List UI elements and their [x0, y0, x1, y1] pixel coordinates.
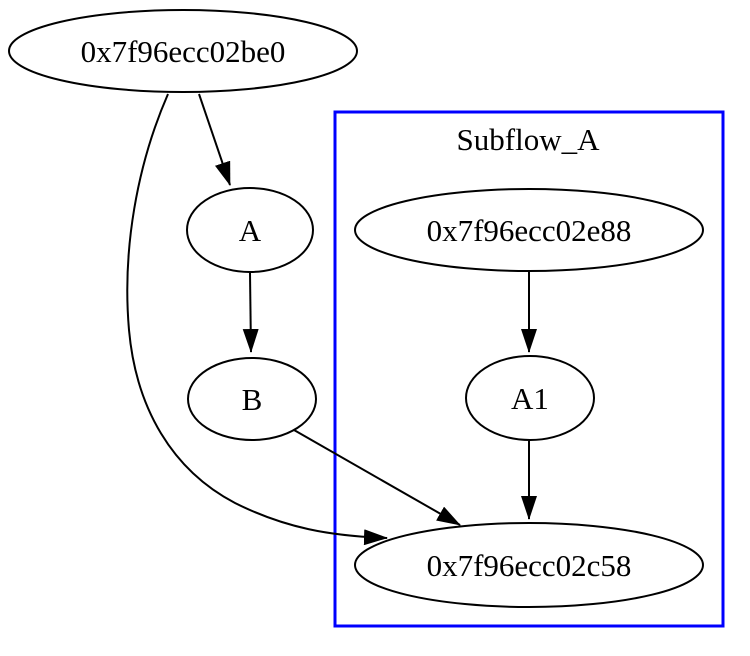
cluster-border	[333, 110, 725, 628]
node-be0-label: 0x7f96ecc02be0	[81, 34, 286, 69]
node-a1-shape	[465, 355, 595, 441]
node-a-shape	[186, 187, 314, 273]
node-e88-shape	[354, 188, 704, 272]
node-a: A	[186, 187, 314, 273]
node-a1-label: A1	[511, 381, 549, 416]
edge-be0-to-a	[198, 93, 231, 186]
node-be0-shape	[8, 9, 358, 93]
node-c58-shape	[354, 522, 704, 608]
edges	[126, 93, 537, 546]
node-a-label: A	[239, 213, 262, 248]
node-e88: 0x7f96ecc02e88	[354, 188, 704, 272]
edge-be0-to-c58	[126, 93, 388, 546]
node-be0: 0x7f96ecc02be0	[8, 9, 358, 93]
cluster-label: Subflow_A	[457, 122, 601, 157]
node-b-shape	[187, 357, 317, 441]
node-a1: A1	[465, 355, 595, 441]
node-e88-label: 0x7f96ecc02e88	[427, 213, 632, 248]
node-b: B	[187, 357, 317, 441]
node-c58-label: 0x7f96ecc02c58	[427, 548, 632, 583]
edge-b-to-c58	[293, 429, 461, 526]
node-c58: 0x7f96ecc02c58	[354, 522, 704, 608]
node-b-label: B	[242, 382, 263, 417]
cluster-subflow-a: Subflow_A	[333, 110, 725, 628]
edge-a-to-b	[242, 272, 259, 353]
